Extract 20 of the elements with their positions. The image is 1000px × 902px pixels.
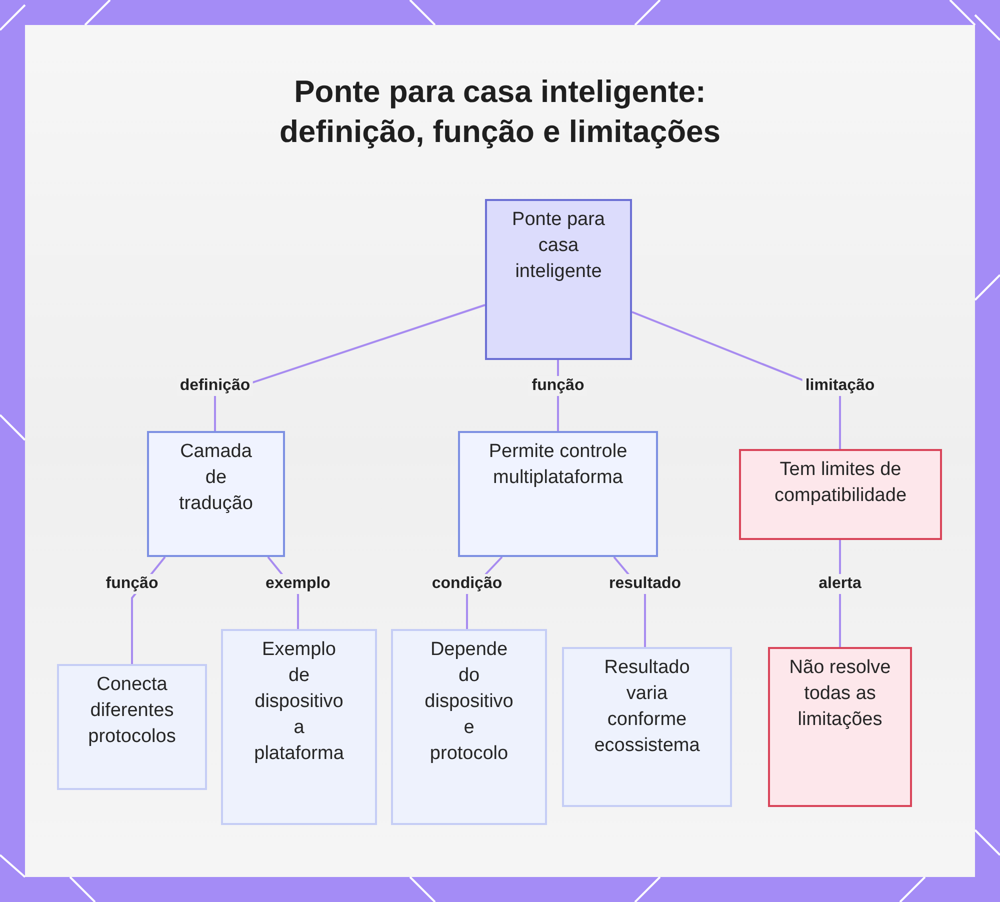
connector-line xyxy=(214,304,486,431)
concept-box xyxy=(458,431,658,557)
node-text: Não resolve todas as limitações xyxy=(788,656,892,732)
node-text: Permite controle multiplataforma xyxy=(488,440,628,490)
concept-box xyxy=(391,629,547,825)
node-text: Exemplo de dispositivo a plataforma xyxy=(254,638,344,766)
concept-box xyxy=(562,647,732,807)
diagram-title: Ponte para casa inteligente: definição, função e limitações xyxy=(278,73,722,151)
node-text: Resultado varia conforme ecossistema xyxy=(593,656,701,758)
node-text: Conecta diferentes protocolos xyxy=(87,673,177,749)
warning-box xyxy=(739,449,942,540)
warning-box xyxy=(768,647,912,807)
node-text: Depende do dispositivo e protocolo xyxy=(424,638,514,766)
node-text: Camada de tradução xyxy=(179,440,253,516)
node-text: Tem limites de compatibilidade xyxy=(773,458,908,508)
concept-box xyxy=(221,629,377,825)
concept-box xyxy=(147,431,285,557)
concept-box xyxy=(485,199,632,360)
concept-box xyxy=(57,664,207,790)
node-text: Ponte para casa inteligente xyxy=(511,208,606,284)
